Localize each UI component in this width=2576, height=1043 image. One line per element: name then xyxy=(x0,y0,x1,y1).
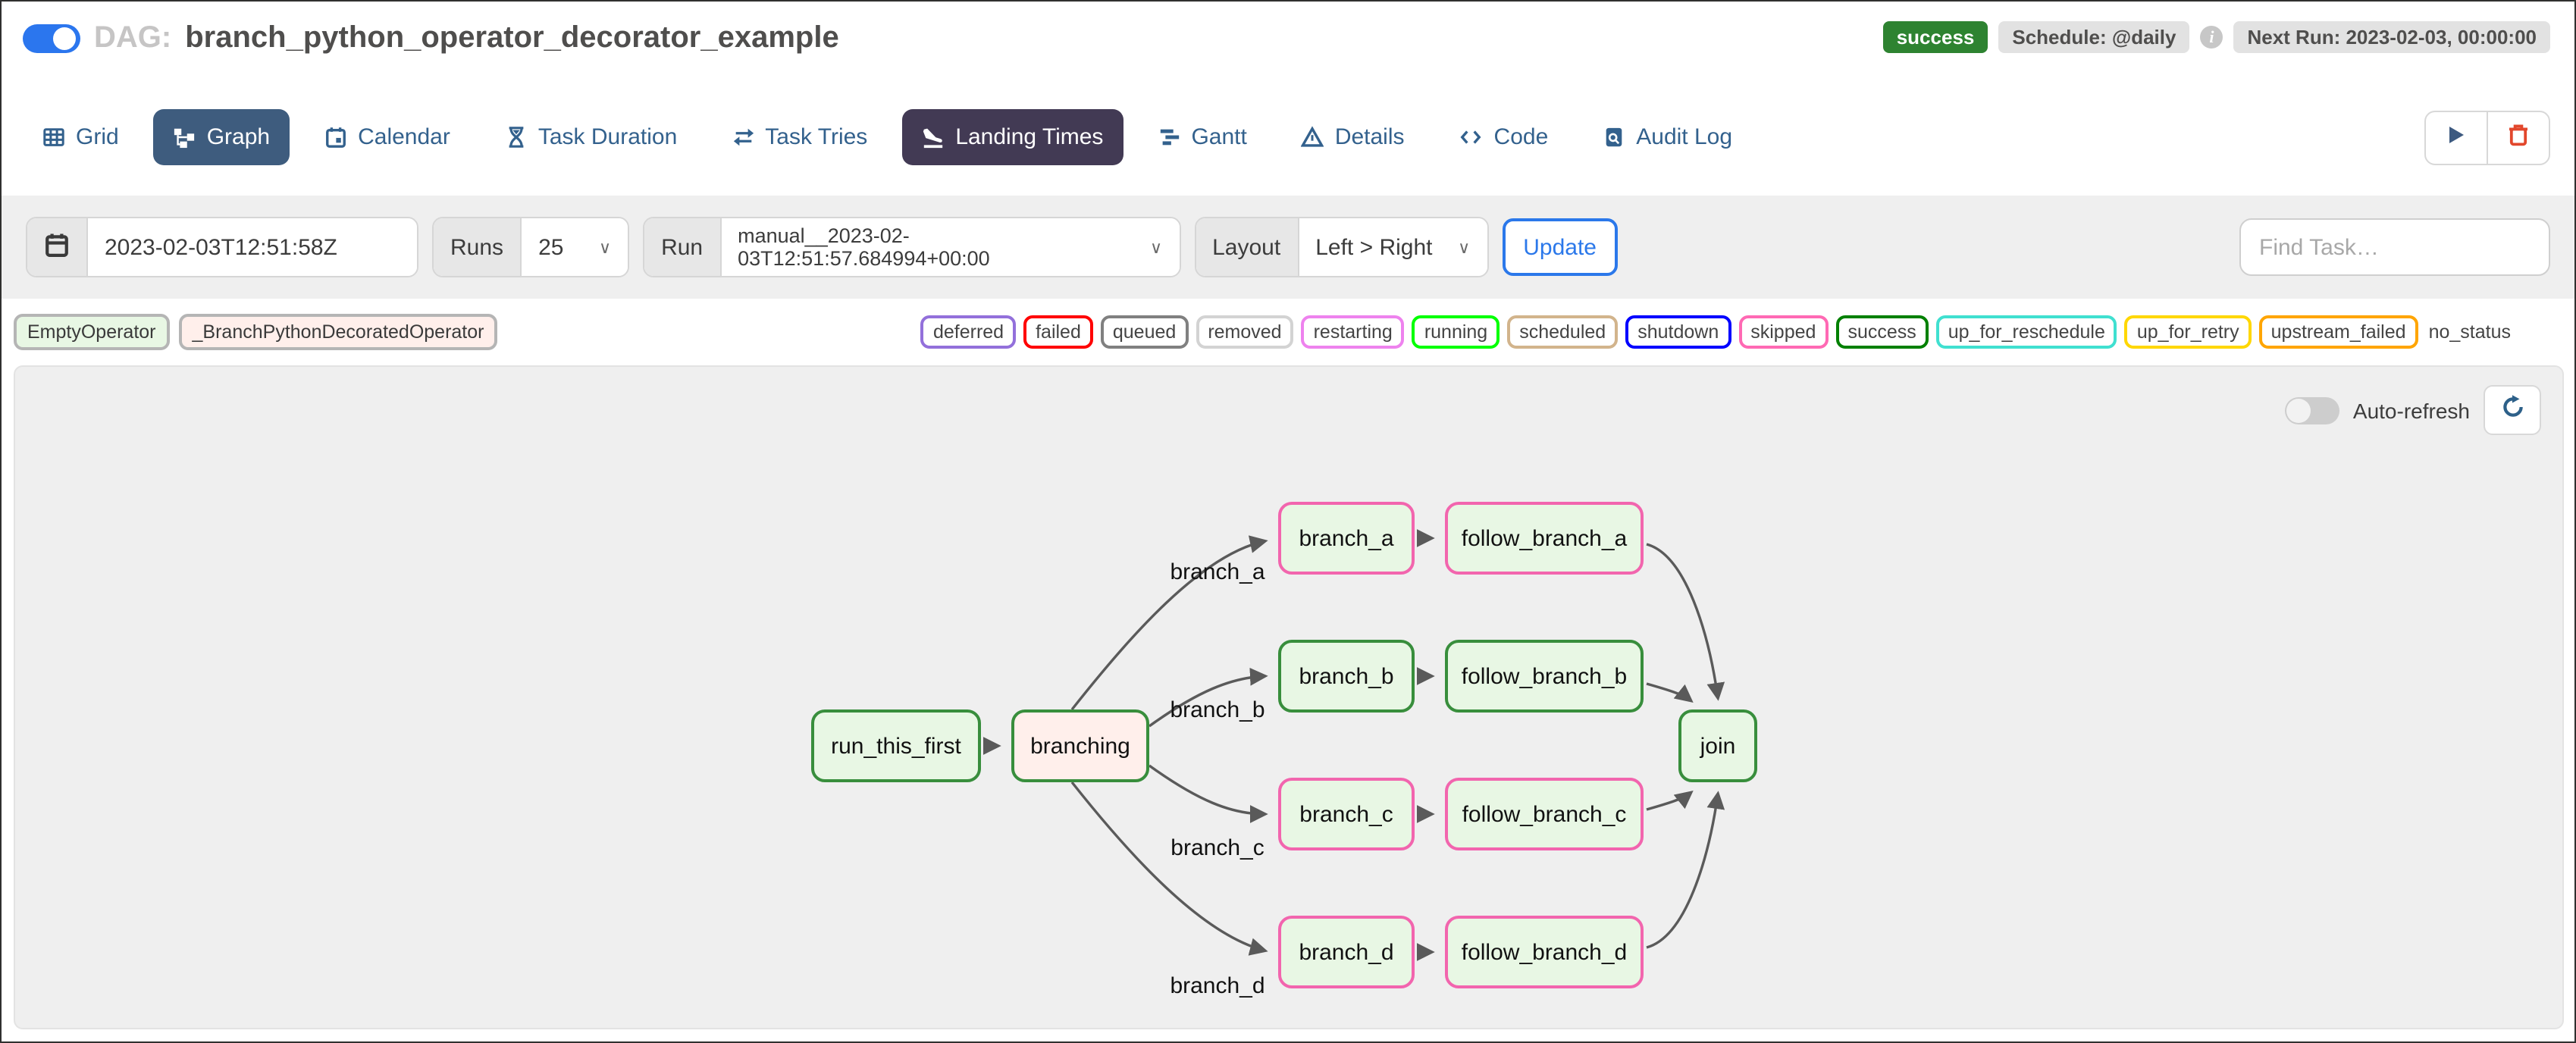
refresh-icon xyxy=(2499,393,2525,427)
legend-row: EmptyOperator _BranchPythonDecoratedOper… xyxy=(2,299,2574,365)
operator-badge-empty: EmptyOperator xyxy=(14,314,170,350)
status-badge-removed[interactable]: removed xyxy=(1196,315,1294,349)
task-node-branch_b[interactable]: branch_b xyxy=(1278,640,1415,713)
task-node-follow_branch_a[interactable]: follow_branch_a xyxy=(1445,502,1644,575)
status-badge-up-for-retry[interactable]: up_for_retry xyxy=(2124,315,2252,349)
header-badges: success Schedule: @daily i Next Run: 202… xyxy=(1882,21,2550,53)
tab-task-duration[interactable]: Task Duration xyxy=(485,108,697,164)
status-badge-no-status: no_status xyxy=(2425,318,2514,346)
task-node-branch_c[interactable]: branch_c xyxy=(1278,778,1415,850)
base-date-group xyxy=(26,217,418,277)
trash-icon xyxy=(2506,122,2531,154)
next-run-badge: Next Run: 2023-02-03, 00:00:00 xyxy=(2233,21,2550,53)
tab-task-tries[interactable]: Task Tries xyxy=(712,108,887,164)
task-node-run_this_first[interactable]: run_this_first xyxy=(811,709,981,782)
edge-label-branch-b: branch_b xyxy=(1170,697,1265,723)
task-node-branching[interactable]: branching xyxy=(1011,709,1149,782)
chevron-down-icon: ∨ xyxy=(1150,239,1163,257)
audit-log-icon xyxy=(1603,125,1625,148)
num-runs-select[interactable]: 25∨ xyxy=(522,218,628,276)
tab-details[interactable]: Details xyxy=(1282,108,1424,164)
operator-badge-branch-python: _BranchPythonDecoratedOperator xyxy=(178,314,498,350)
header: DAG: branch_python_operator_decorator_ex… xyxy=(23,21,839,56)
calendar-button[interactable] xyxy=(27,218,88,276)
toggle-knob xyxy=(2286,398,2311,422)
graph-icon xyxy=(174,125,196,148)
grid-icon xyxy=(42,125,65,148)
auto-refresh-toggle[interactable] xyxy=(2284,396,2339,424)
trigger-dag-button[interactable] xyxy=(2426,112,2487,164)
plane-landing-icon xyxy=(922,125,945,148)
num-runs-group: Runs 25∨ xyxy=(432,217,630,277)
calendar-icon xyxy=(324,125,347,148)
status-legend: deferred failed queued removed restartin… xyxy=(920,315,2514,349)
task-node-follow_branch_b[interactable]: follow_branch_b xyxy=(1445,640,1644,713)
base-date-input[interactable] xyxy=(88,218,417,276)
page-title: branch_python_operator_decorator_example xyxy=(185,21,839,55)
runs-label: Runs xyxy=(434,218,522,276)
edge-label-branch-c: branch_c xyxy=(1170,835,1264,861)
delete-dag-button[interactable] xyxy=(2487,112,2549,164)
status-badge-restarting[interactable]: restarting xyxy=(1301,315,1405,349)
filter-bar: Runs 25∨ Run manual__2023-02-03T12:51:57… xyxy=(2,196,2574,299)
status-badge-scheduled[interactable]: scheduled xyxy=(1507,315,1619,349)
toggle-knob xyxy=(53,27,76,50)
triangle-icon xyxy=(1301,125,1324,148)
layout-label: Layout xyxy=(1196,218,1299,276)
tab-landing-times[interactable]: Landing Times xyxy=(902,108,1123,164)
hourglass-icon xyxy=(505,125,528,148)
chevron-down-icon: ∨ xyxy=(1458,239,1471,257)
run-group: Run manual__2023-02-03T12:51:57.684994+0… xyxy=(643,217,1181,277)
edge-label-branch-d: branch_d xyxy=(1170,973,1265,999)
tab-gantt[interactable]: Gantt xyxy=(1138,108,1266,164)
find-task-input[interactable] xyxy=(2239,218,2550,276)
status-badge-upstream-failed[interactable]: upstream_failed xyxy=(2258,315,2418,349)
dag-prefix: DAG: xyxy=(94,21,172,55)
status-badge-shutdown[interactable]: shutdown xyxy=(1625,315,1731,349)
task-node-branch_d[interactable]: branch_d xyxy=(1278,916,1415,988)
calendar-input-icon xyxy=(44,231,70,263)
run-select[interactable]: manual__2023-02-03T12:51:57.684994+00:00… xyxy=(721,218,1180,276)
play-icon xyxy=(2444,122,2468,154)
status-badge-deferred[interactable]: deferred xyxy=(920,315,1017,349)
dag-edges xyxy=(982,529,1725,961)
status-badge-success[interactable]: success xyxy=(1835,315,1929,349)
refresh-button[interactable] xyxy=(2484,385,2541,435)
status-badge-failed[interactable]: failed xyxy=(1023,315,1093,349)
status-badge-up-for-reschedule[interactable]: up_for_reschedule xyxy=(1935,315,2117,349)
task-node-follow_branch_d[interactable]: follow_branch_d xyxy=(1445,916,1644,988)
update-button[interactable]: Update xyxy=(1502,218,1618,276)
dag-actions xyxy=(2424,111,2550,165)
chevron-down-icon: ∨ xyxy=(598,239,612,257)
layout-select[interactable]: Left > Right∨ xyxy=(1299,218,1487,276)
gantt-icon xyxy=(1158,125,1180,148)
status-badge-running[interactable]: running xyxy=(1412,315,1500,349)
task-node-join[interactable]: join xyxy=(1678,709,1757,782)
status-badge-queued[interactable]: queued xyxy=(1100,315,1189,349)
tab-code[interactable]: Code xyxy=(1440,108,1568,164)
dag-pause-toggle[interactable] xyxy=(23,24,80,53)
layout-group: Layout Left > Right∨ xyxy=(1194,217,1489,277)
tab-bar: Grid Graph Calendar Task Duration Task T… xyxy=(23,105,1752,168)
status-badge[interactable]: success xyxy=(1882,21,1988,53)
operator-legend: EmptyOperator _BranchPythonDecoratedOper… xyxy=(14,314,498,350)
edge-label-branch-a: branch_a xyxy=(1170,559,1265,585)
task-node-branch_a[interactable]: branch_a xyxy=(1278,502,1415,575)
run-label: Run xyxy=(644,218,722,276)
repeat-icon xyxy=(732,125,754,148)
status-badge-skipped[interactable]: skipped xyxy=(1738,315,1829,349)
tab-calendar[interactable]: Calendar xyxy=(305,108,470,164)
tab-grid[interactable]: Grid xyxy=(23,108,139,164)
tab-graph[interactable]: Graph xyxy=(153,108,290,164)
tab-audit-log[interactable]: Audit Log xyxy=(1583,108,1752,164)
info-icon: i xyxy=(2200,26,2223,49)
graph-panel: Auto-refresh xyxy=(14,365,2564,1029)
task-node-follow_branch_c[interactable]: follow_branch_c xyxy=(1445,778,1644,850)
auto-refresh-control: Auto-refresh xyxy=(2284,385,2541,435)
code-icon xyxy=(1459,125,1484,148)
auto-refresh-label: Auto-refresh xyxy=(2352,398,2470,422)
schedule-badge[interactable]: Schedule: @daily xyxy=(1998,21,2190,53)
